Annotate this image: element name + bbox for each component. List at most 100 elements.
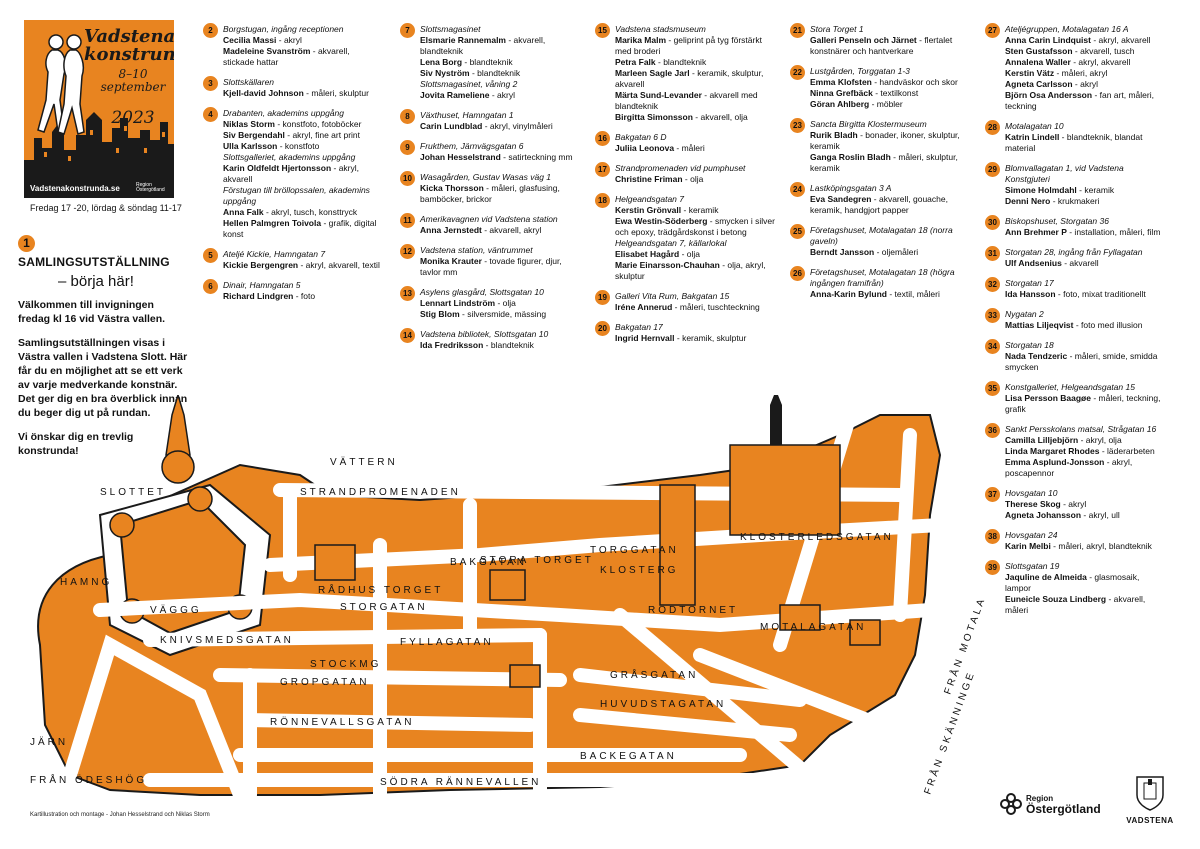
venue-sublocation: Slottsmagasinet, våning 2 [420, 79, 518, 89]
artist-medium: - satirteckning mm [500, 152, 573, 162]
venue-number-badge: 24 [790, 182, 805, 197]
artist-line: Cecilia Massi - akryl [223, 35, 383, 46]
artist-medium: - foto [293, 291, 316, 301]
artist-name: Elisabet Hagård [615, 249, 680, 259]
venue-number-badge: 12 [400, 244, 415, 259]
venue-location: Amerikavagnen vid Vadstena station [420, 214, 558, 224]
venue-location: Företagshuset, Motalagatan 18 (norra gav… [810, 225, 953, 246]
street-label-ronnevallsgatan: RÖNNEVALLSGATAN [270, 716, 414, 728]
venue-number-badge: 9 [400, 140, 415, 155]
artist-medium: - akryl, vinylmåleri [482, 121, 553, 131]
venue-number-badge: 4 [203, 107, 218, 122]
venue-location: Vadstena station, väntrummet [420, 245, 533, 255]
artist-name: Agneta Johansson [1005, 510, 1082, 520]
artist-line: Euneicle Souza Lindberg - akvarell, måle… [1005, 594, 1165, 616]
region-logo-line1: Region [1026, 794, 1054, 803]
venue-number-badge: 34 [985, 339, 1000, 354]
artist-line: Anna Jernstedt - akvarell, akryl [420, 225, 580, 236]
artist-line: Karin Melbi - måleri, akryl, blandteknik [1005, 541, 1165, 552]
artist-name: Carin Lundblad [420, 121, 483, 131]
street-label-hamng: HAMNG [60, 577, 112, 588]
artist-line: Birgitta Simonsson - akvarell, olja [615, 112, 775, 123]
artist-name: Anna-Karin Bylund [810, 289, 887, 299]
venue-number-badge: 17 [595, 162, 610, 177]
venue-location: Motalagatan 10 [1005, 121, 1064, 131]
artist-line: Anna Carin Lindquist - akryl, akvarell [1005, 35, 1165, 46]
artist-line: Ganga Roslin Bladh - måleri, skulptur, k… [810, 152, 970, 174]
stora-torget-building [489, 569, 526, 601]
castle-tower [109, 512, 135, 538]
artist-line: Rurik Bladh - bonader, ikoner, skulptur,… [810, 130, 970, 152]
artist-name: Marie Einarsson-Chauhan [615, 260, 720, 270]
poster-illustration [24, 34, 174, 198]
artist-line: Kickie Bergengren - akryl, akvarell, tex… [223, 260, 383, 271]
artist-name: Monika Krauter [420, 256, 482, 266]
artist-line: Marleen Sagle Jarl - keramik, skulptur, … [615, 68, 775, 90]
artist-name: Emma Asplund-Jonsson [1005, 457, 1105, 467]
artist-medium: - måleri, glasfusing, bamböcker, brickor [420, 183, 560, 204]
artist-medium: - foto, mixat traditionellt [1055, 289, 1146, 299]
artist-medium: - bonader, ikoner, skulptur, keramik [810, 130, 960, 151]
street-label-bakgatan: BAKGATAN [450, 557, 527, 568]
street-label-gropgatan: GROPGATAN [280, 677, 369, 688]
artist-medium: - flertalet konstnärer och hantverkare [810, 35, 953, 56]
artist-line: Juliia Leonova - måleri [615, 143, 775, 154]
artist-name: Ida Fredriksson [420, 340, 484, 350]
artist-line: Annalena Waller - akryl, akvarell [1005, 57, 1165, 68]
artist-line: Elisabet Hagård - olja [615, 249, 775, 260]
artist-medium: - blandteknik [469, 68, 521, 78]
artist-name: Kickie Bergengren [223, 260, 299, 270]
artist-medium: - konstfoto [277, 141, 320, 151]
artist-name: Kicka Thorsson [420, 183, 484, 193]
artist-medium: - textilkonst [872, 88, 919, 98]
radhus-building [314, 544, 356, 581]
artist-medium: - akryl [1060, 499, 1087, 509]
artist-line: Kicka Thorsson - måleri, glasfusing, bam… [420, 183, 580, 205]
artist-medium: - måleri, akryl [1054, 68, 1108, 78]
venue-location: Storgatan 18 [1005, 340, 1054, 350]
artist-medium: - måleri, akryl, blandteknik [1050, 541, 1152, 551]
artist-medium: - blandteknik [483, 340, 534, 350]
artist-name: Linda Margaret Rhodes [1005, 446, 1100, 456]
intro-heading: SAMLINGSUTSTÄLLNING [18, 254, 170, 269]
artist-name: Eva Sandegren [810, 194, 872, 204]
venue-number-badge: 8 [400, 109, 415, 124]
artist-medium: - måleri, smide, smidda smycken [1005, 351, 1158, 372]
artist-line: Galleri Penseln och Järnet - flertalet k… [810, 35, 970, 57]
artist-line: Mattias Liljeqvist - foto med illusion [1005, 320, 1165, 331]
venue-number-badge: 28 [985, 120, 1000, 135]
poster-year: 2023 [111, 108, 155, 128]
venue-location: Storgatan 17 [1005, 278, 1054, 288]
artist-line: Ewa Westin-Söderberg - smycken i silver … [615, 216, 775, 238]
region-logo-line2: Östergötland [1026, 802, 1101, 816]
artist-name: Ulf Andsenius [1005, 258, 1062, 268]
artist-name: Birgitta Simonsson [615, 112, 693, 122]
artist-line: Agneta Johansson - akryl, ull [1005, 510, 1165, 521]
artist-name: Stig Blom [420, 309, 460, 319]
artist-line: Siv Bergendahl - akryl, fine art print [223, 130, 383, 141]
artist-line: Iréne Annerud - måleri, tuschteckning [615, 302, 775, 313]
artist-line: Johan Hesselstrand - satirteckning mm [420, 152, 580, 163]
artist-line: Siv Nyström - blandteknik [420, 68, 580, 79]
direction-label-odeshog: FRÅN ÖDESHÖG [30, 773, 147, 786]
street-label-strandpromenaden: STRANDPROMENADEN [300, 487, 461, 498]
artist-line: Kerstin Grönvall - keramik [615, 205, 775, 216]
artist-line: Marie Einarsson-Chauhan - olja, akryl, s… [615, 260, 775, 282]
lake-label: VÄTTERN [330, 456, 398, 468]
venue-number-badge: 13 [400, 286, 415, 301]
artist-name: Annalena Waller [1005, 57, 1071, 67]
